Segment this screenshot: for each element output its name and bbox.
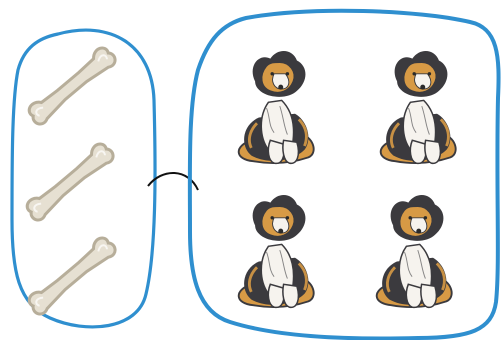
dog-icon	[237, 193, 316, 309]
dog-icon	[375, 193, 454, 309]
left-group-outline	[10, 28, 157, 329]
bone-icon	[23, 232, 120, 319]
bone-icon	[21, 138, 118, 225]
connector-line	[147, 172, 199, 191]
bone-icon	[23, 42, 120, 129]
dog-icon	[379, 49, 458, 165]
dog-icon	[237, 49, 316, 165]
right-group-outline	[187, 8, 501, 340]
